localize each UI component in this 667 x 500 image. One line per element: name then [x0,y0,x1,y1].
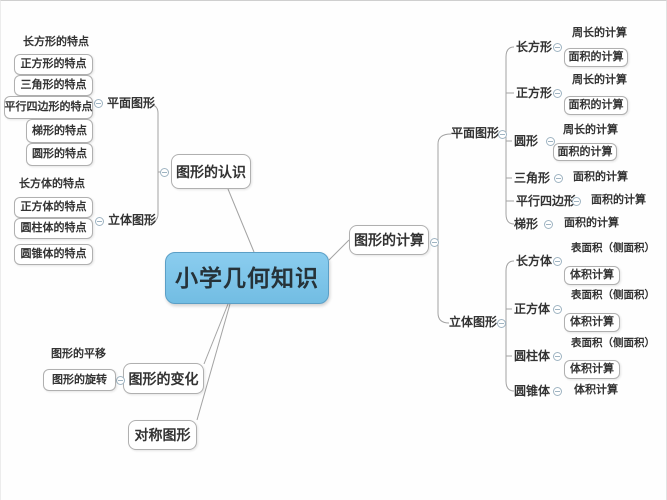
collapse-icon[interactable] [498,130,507,139]
collapse-icon[interactable] [553,387,562,396]
collapse-icon[interactable] [546,137,555,146]
shape-rectangle[interactable]: 长方形 [516,40,553,54]
shape-trapezoid[interactable]: 梯形 [514,217,539,231]
leaf-circle-perimeter[interactable]: 周长的计算 [563,124,618,136]
node-solid-left[interactable]: 立体图形 [108,213,157,227]
leaf-rect-features[interactable]: 长方形的特点 [23,36,89,48]
edge-center-transformation [203,303,229,365]
leaf-parallelogram-features[interactable]: 平行四边形的特点 [4,96,93,119]
node-symmetry[interactable]: 对称图形 [128,420,197,450]
leaf-translation[interactable]: 图形的平移 [51,348,106,360]
leaf-trapezoid-features[interactable]: 梯形的特点 [26,119,93,143]
leaf-cuboid-surface[interactable]: 表面积（侧面积） [571,242,655,254]
leaf-rotation[interactable]: 图形的旋转 [43,369,116,391]
leaf-cone-features[interactable]: 圆锥体的特点 [14,244,93,265]
collapse-icon[interactable] [116,376,125,385]
shape-cube[interactable]: 正方体 [514,302,551,316]
leaf-cuboid-volume[interactable]: 体积计算 [564,266,620,285]
collapse-icon[interactable] [553,352,562,361]
leaf-trapezoid-area[interactable]: 面积的计算 [564,217,619,229]
leaf-square-area[interactable]: 面积的计算 [564,96,628,115]
bracket-calculation [437,133,452,324]
collapse-icon[interactable] [572,197,581,206]
edge-center-recognition [227,188,255,253]
shape-cuboid[interactable]: 长方体 [516,254,553,268]
shape-square[interactable]: 正方形 [516,86,553,100]
leaf-triangle-area[interactable]: 面积的计算 [573,171,628,183]
node-calculation[interactable]: 图形的计算 [349,225,429,255]
leaf-square-features[interactable]: 正方形的特点 [14,54,93,75]
shape-parallelogram[interactable]: 平行四边形 [516,194,577,208]
leaf-square-perimeter[interactable]: 周长的计算 [572,74,627,86]
collapse-icon[interactable] [553,89,562,98]
shape-cone[interactable]: 圆锥体 [514,384,551,398]
leaf-triangle-features[interactable]: 三角形的特点 [14,75,93,96]
collapse-icon[interactable] [430,238,439,247]
node-plane-right[interactable]: 平面图形 [451,126,500,140]
central-node[interactable]: 小学几何知识 [165,252,329,304]
node-solid-right[interactable]: 立体图形 [449,315,498,329]
leaf-cube-features[interactable]: 正方体的特点 [14,197,93,218]
leaf-rect-perimeter[interactable]: 周长的计算 [572,27,627,39]
leaf-circle-area[interactable]: 面积的计算 [553,143,617,161]
edge-center-calculation [328,239,350,261]
shape-triangle[interactable]: 三角形 [514,171,551,185]
collapse-icon[interactable] [553,257,562,266]
edge-center-symmetry [196,303,231,421]
leaf-cylinder-surface[interactable]: 表面积（侧面积） [571,337,655,349]
bracket-calc-solid [505,260,515,392]
leaf-cylinder-volume[interactable]: 体积计算 [564,360,620,379]
leaf-circle-features[interactable]: 圆形的特点 [26,143,93,166]
leaf-parallelogram-area[interactable]: 面积的计算 [591,194,646,206]
collapse-icon[interactable] [94,99,103,108]
collapse-icon[interactable] [497,319,506,328]
collapse-icon[interactable] [553,43,562,52]
collapse-icon[interactable] [160,168,169,177]
node-recognition[interactable]: 图形的认识 [171,154,251,189]
bracket-calc-plane [505,46,515,225]
collapse-icon[interactable] [544,220,553,229]
shape-circle[interactable]: 圆形 [514,134,539,148]
leaf-rect-area[interactable]: 面积的计算 [564,48,628,67]
node-plane-left[interactable]: 平面图形 [107,96,156,110]
leaf-cube-volume[interactable]: 体积计算 [564,313,620,332]
bracket-recognition [146,103,169,224]
shape-cylinder[interactable]: 圆柱体 [514,349,551,363]
collapse-icon[interactable] [95,217,104,226]
leaf-cube-surface[interactable]: 表面积（侧面积） [571,289,655,301]
leaf-cylinder-features[interactable]: 圆柱体的特点 [14,218,93,239]
leaf-cone-volume[interactable]: 体积计算 [574,384,618,396]
node-transformation[interactable]: 图形的变化 [123,363,204,394]
leaf-cuboid-features[interactable]: 长方体的特点 [19,178,85,190]
collapse-icon[interactable] [553,305,562,314]
collapse-icon[interactable] [554,174,563,183]
